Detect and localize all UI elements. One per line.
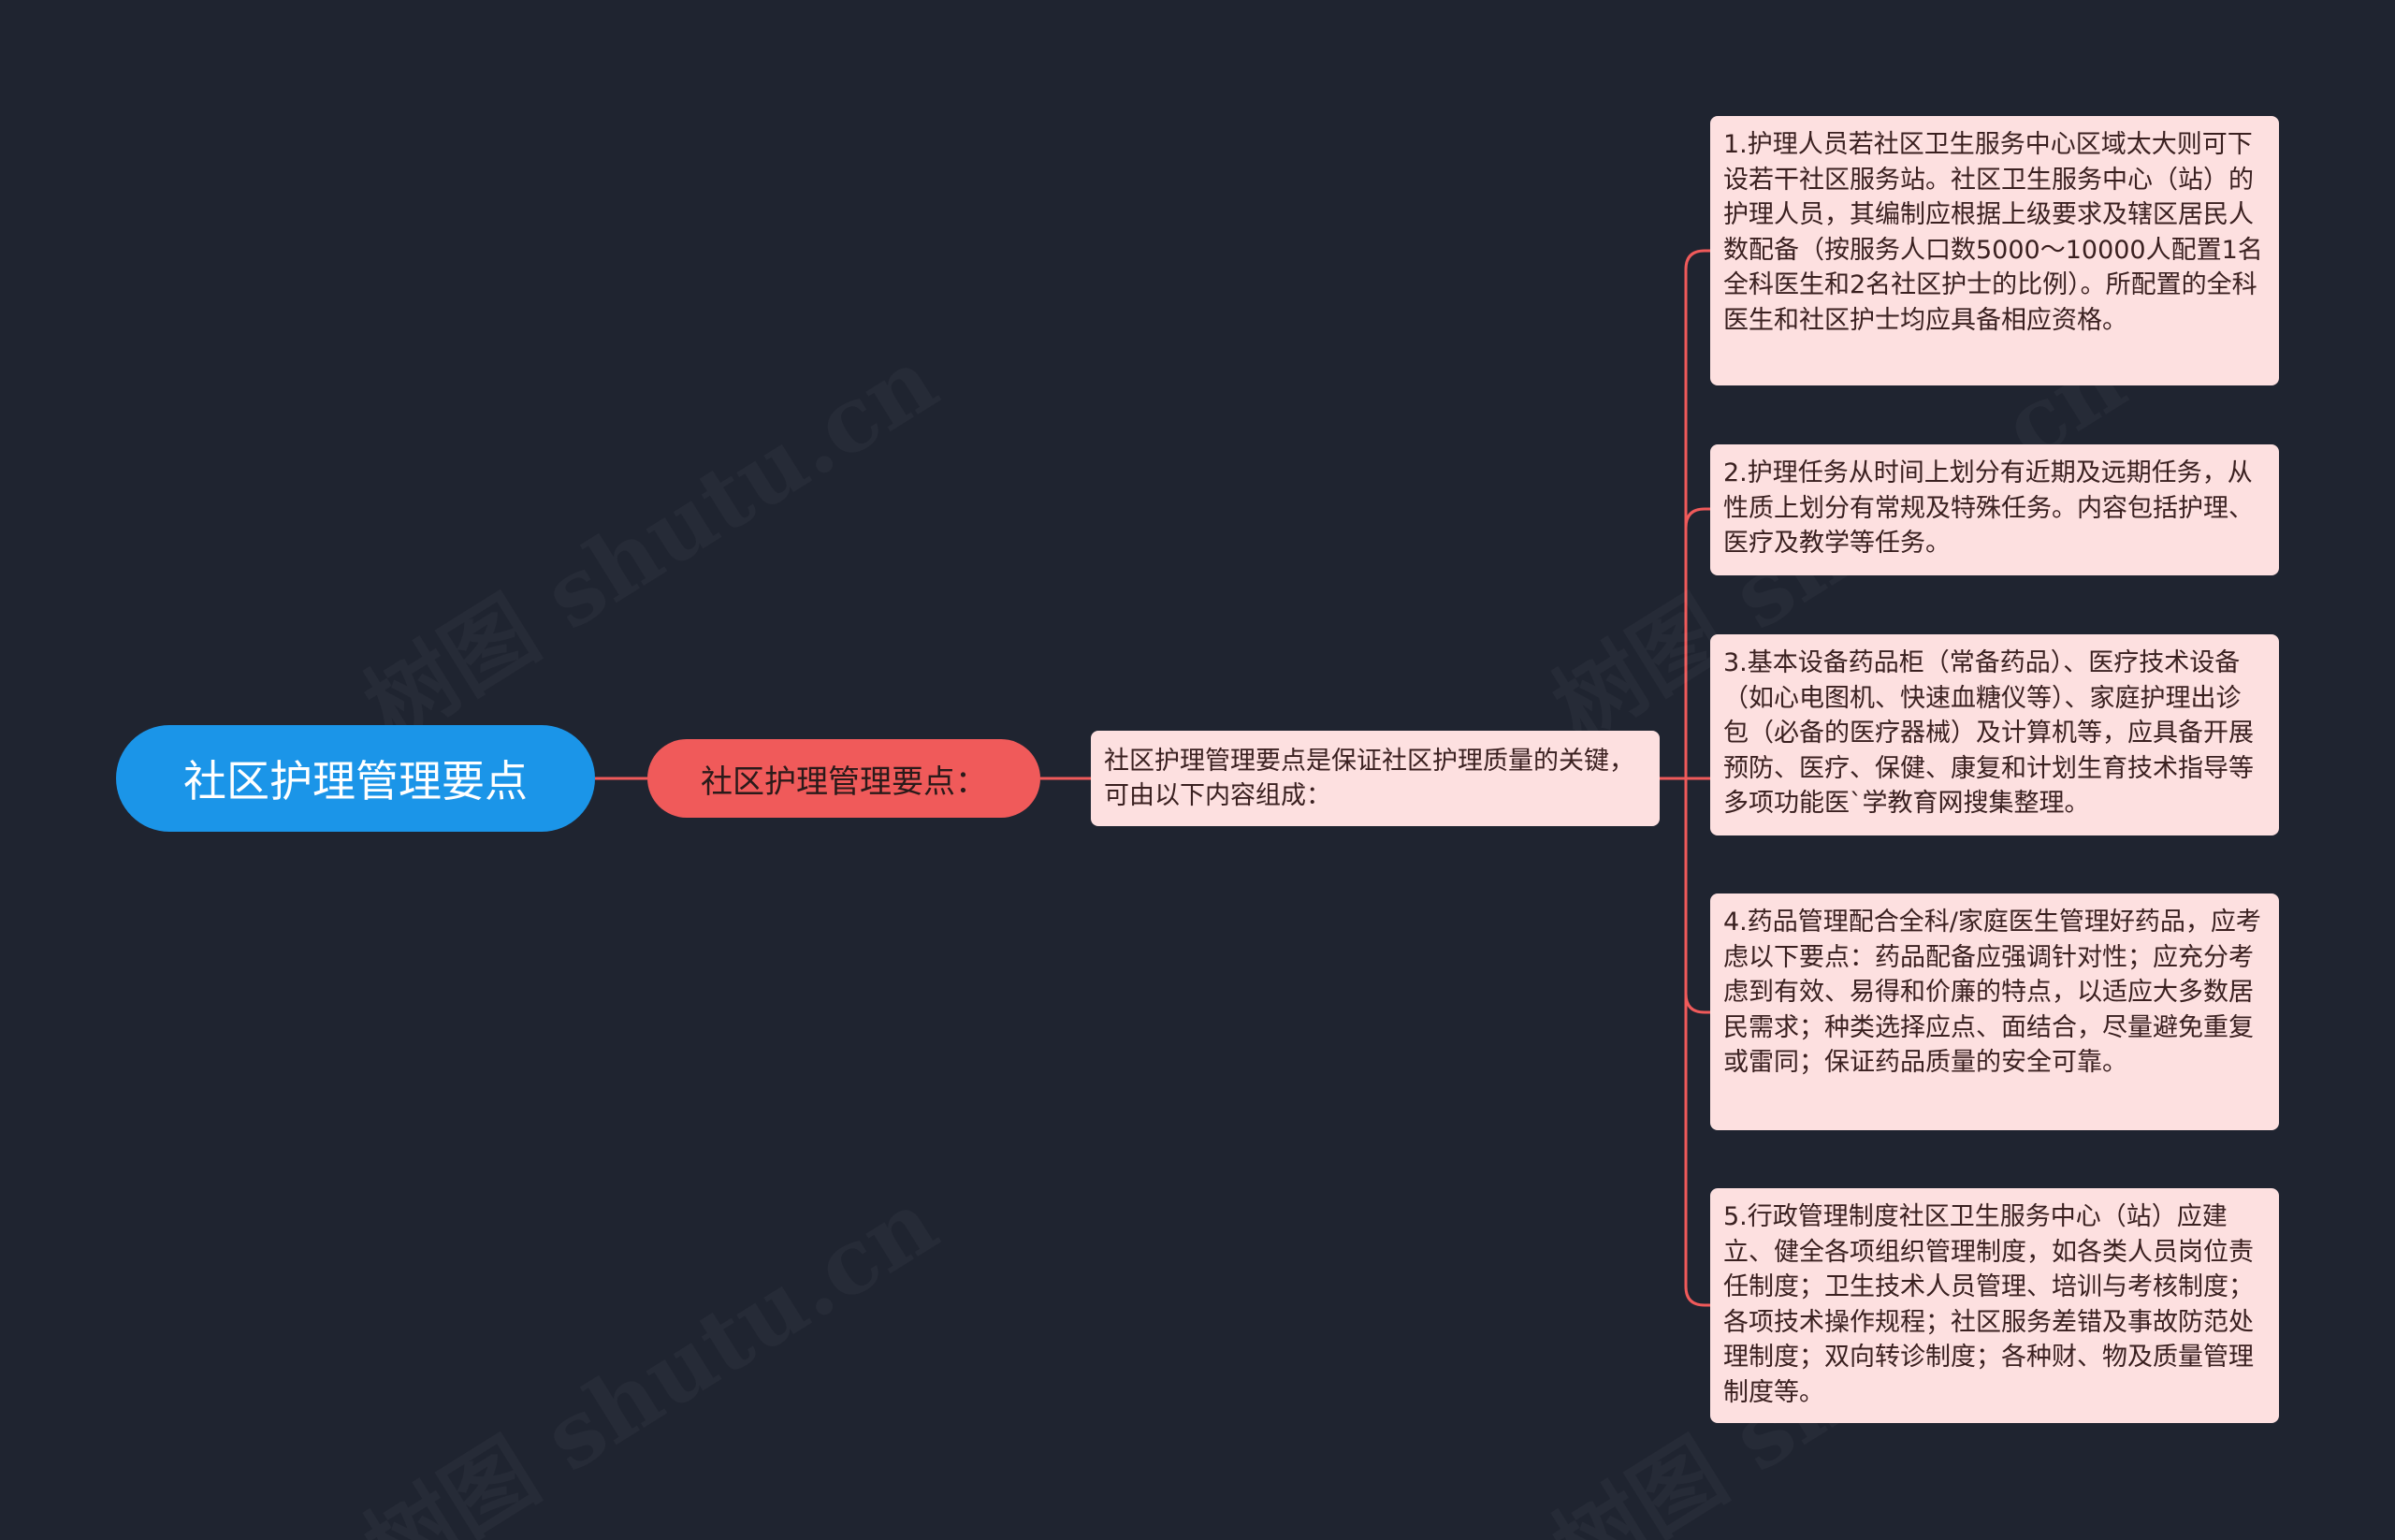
leaf-node-text: 5.行政管理制度社区卫生服务中心（站）应建立、健全各项组织管理制度，如各类人员岗…: [1723, 1202, 2254, 1407]
branch-node[interactable]: 社区护理管理要点：: [647, 739, 1040, 818]
branch-node-label: 社区护理管理要点：: [701, 763, 987, 801]
connector-item-4: [1684, 778, 1710, 1014]
connector-item-5: [1684, 778, 1710, 1307]
leaf-node-text: 2.护理任务从时间上划分有近期及远期任务，从性质上划分有常规及特殊任务。内容包括…: [1723, 458, 2254, 558]
summary-node[interactable]: 社区护理管理要点是保证社区护理质量的关键，可由以下内容组成：: [1091, 731, 1660, 826]
leaf-node-text: 1.护理人员若社区卫生服务中心区域太大则可下设若干社区服务站。社区卫生服务中心（…: [1723, 130, 2263, 335]
leaf-node-5[interactable]: 5.行政管理制度社区卫生服务中心（站）应建立、健全各项组织管理制度，如各类人员岗…: [1710, 1188, 2279, 1423]
leaf-node-1[interactable]: 1.护理人员若社区卫生服务中心区域太大则可下设若干社区服务站。社区卫生服务中心（…: [1710, 116, 2279, 385]
root-node[interactable]: 社区护理管理要点: [116, 725, 595, 832]
leaf-node-2[interactable]: 2.护理任务从时间上划分有近期及远期任务，从性质上划分有常规及特殊任务。内容包括…: [1710, 444, 2279, 575]
leaf-node-4[interactable]: 4.药品管理配合全科/家庭医生管理好药品，应考虑以下要点：药品配备应强调针对性；…: [1710, 893, 2279, 1130]
leaf-node-text: 4.药品管理配合全科/家庭医生管理好药品，应考虑以下要点：药品配备应强调针对性；…: [1723, 908, 2261, 1077]
connector-item-2: [1684, 507, 1710, 778]
summary-node-text: 社区护理管理要点是保证社区护理质量的关键，可由以下内容组成：: [1104, 747, 1634, 810]
root-node-label: 社区护理管理要点: [183, 756, 528, 806]
connector-item-1: [1684, 249, 1710, 778]
leaf-node-3[interactable]: 3.基本设备药品柜（常备药品）、医疗技术设备（如心电图机、快速血糖仪等）、家庭护…: [1710, 634, 2279, 835]
leaf-node-text: 3.基本设备药品柜（常备药品）、医疗技术设备（如心电图机、快速血糖仪等）、家庭护…: [1723, 648, 2254, 818]
